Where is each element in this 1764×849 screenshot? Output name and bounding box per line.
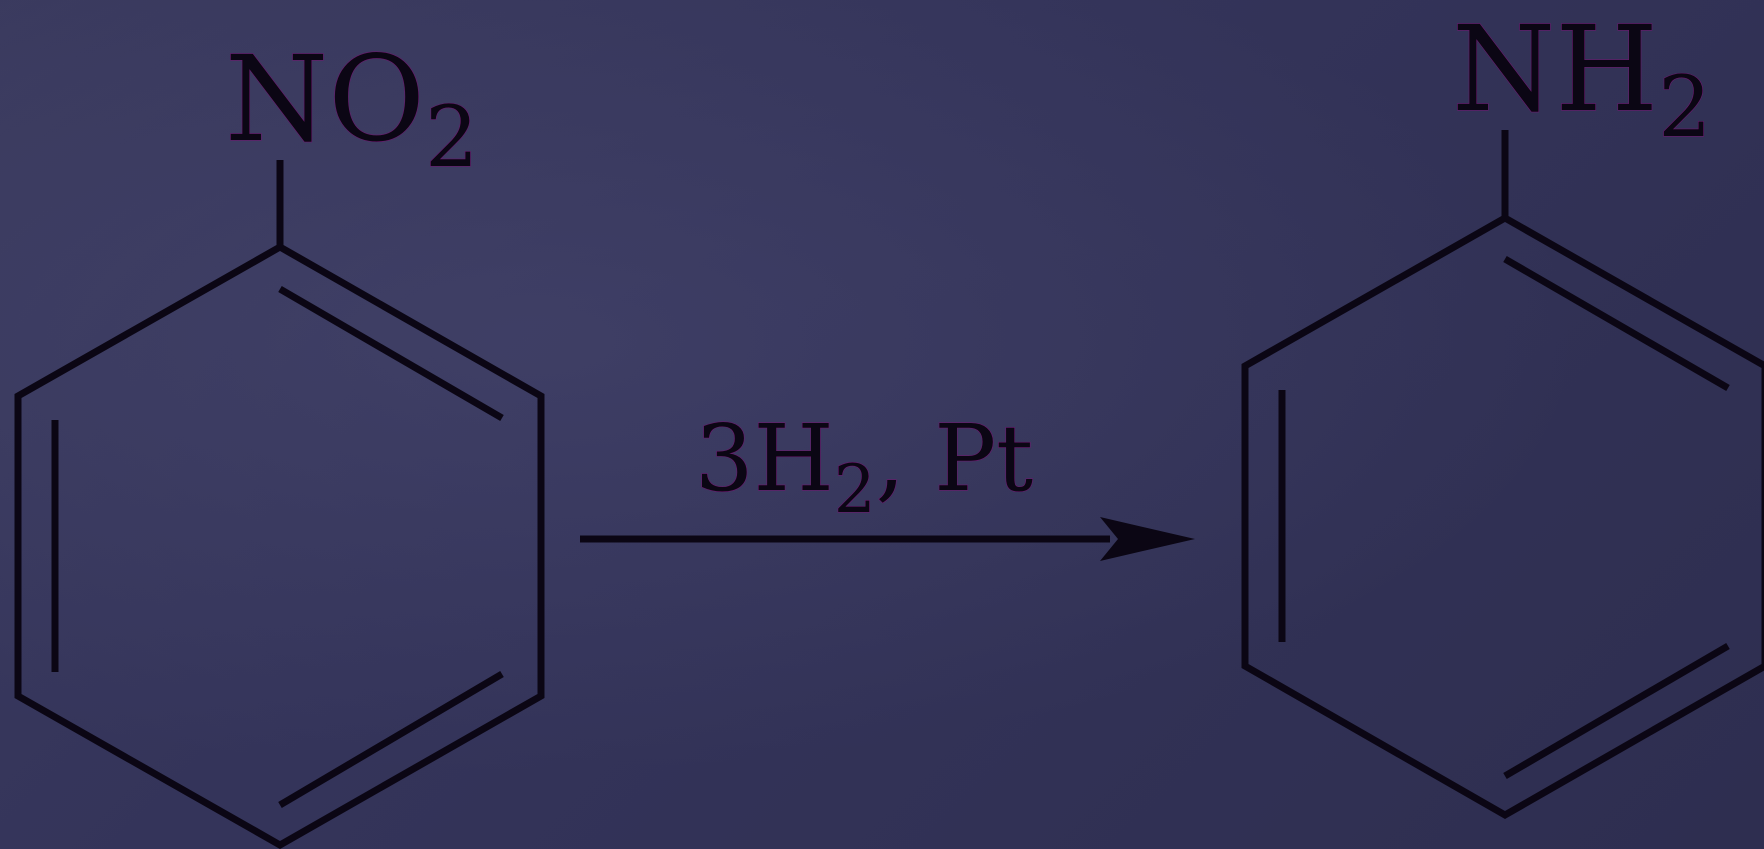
reactant-double-bond-lower: [278, 670, 504, 809]
reactant-double-bond-upper: [278, 285, 504, 422]
reactant-ring-outline: [14, 242, 545, 849]
reactant-benzene-ring: [14, 160, 545, 849]
reaction-arrow: [580, 517, 1195, 561]
product-benzene-ring: [1241, 130, 1764, 820]
product-substituent-label: NH2: [1452, 0, 1712, 156]
product-double-bond-lower: [1503, 642, 1730, 780]
reaction-arrow-head: [1100, 517, 1195, 561]
product-ring-outline: [1241, 213, 1764, 820]
reaction-conditions-label: 3H2, Pt: [695, 405, 1033, 528]
product-double-bond-upper: [1503, 255, 1730, 392]
reactant-substituent-label: NO2: [225, 30, 478, 186]
